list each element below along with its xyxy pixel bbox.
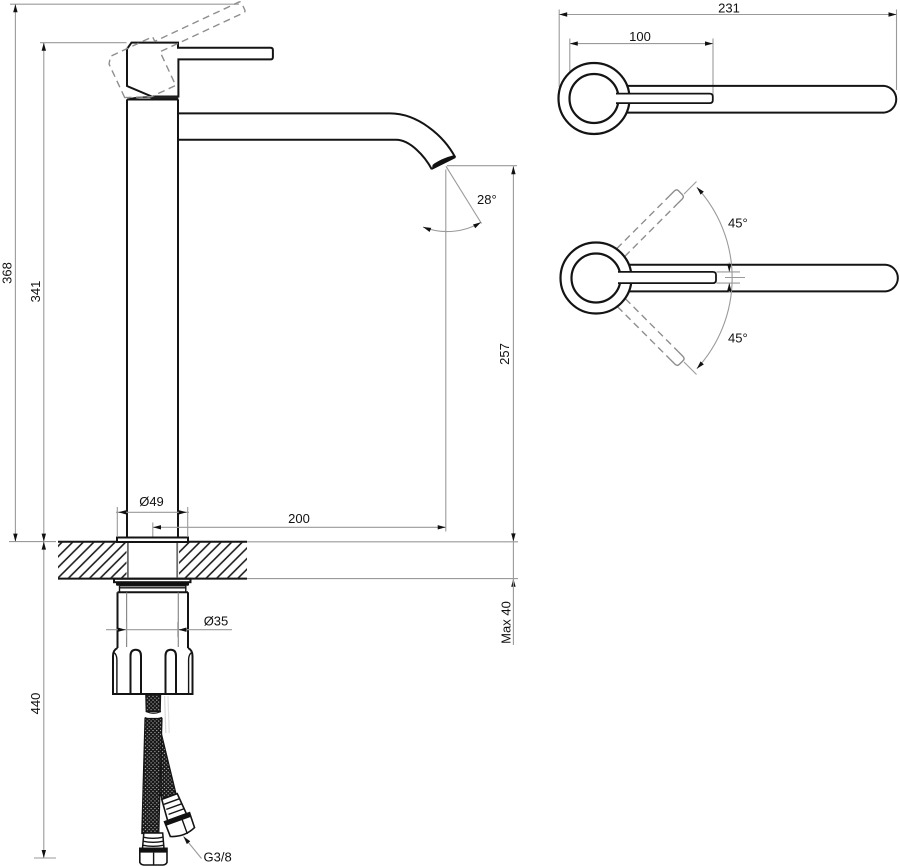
svg-text:368: 368 — [0, 262, 15, 284]
svg-text:440: 440 — [28, 693, 43, 715]
svg-text:257: 257 — [497, 343, 512, 365]
svg-text:200: 200 — [288, 511, 310, 526]
svg-text:Ø35: Ø35 — [204, 614, 229, 629]
svg-text:45°: 45° — [728, 216, 748, 231]
svg-text:Max 40: Max 40 — [499, 601, 514, 644]
svg-text:Ø49: Ø49 — [139, 494, 164, 509]
svg-text:28°: 28° — [477, 192, 497, 207]
svg-text:231: 231 — [718, 1, 740, 16]
svg-text:341: 341 — [28, 281, 43, 303]
svg-text:G3/8: G3/8 — [204, 850, 232, 865]
svg-text:45°: 45° — [728, 331, 748, 346]
svg-text:100: 100 — [629, 29, 651, 44]
